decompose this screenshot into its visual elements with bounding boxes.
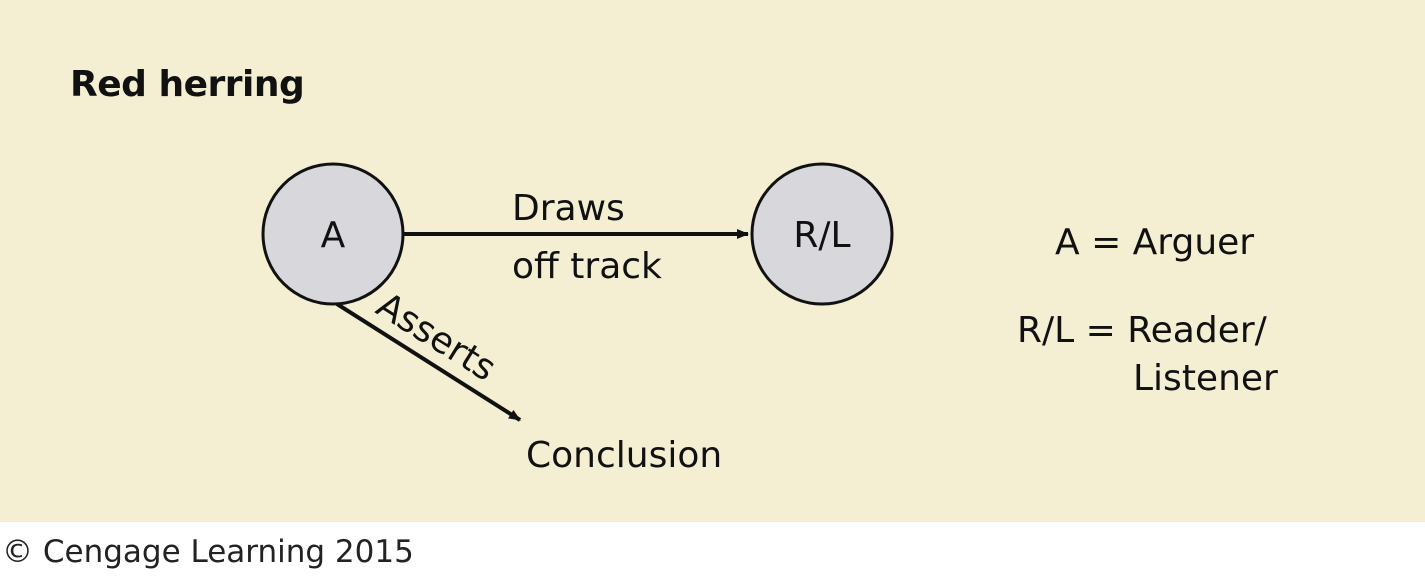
- reader-listener-label: R/L: [793, 215, 850, 256]
- arguer-circle: [261, 162, 405, 306]
- conclusion-label: Conclusion: [526, 435, 722, 476]
- draws-label-line1: Draws: [512, 188, 625, 229]
- diagram-panel: [0, 0, 1425, 522]
- reader-listener-circle: [750, 162, 894, 306]
- diagram-title: Red herring: [70, 64, 305, 105]
- arguer-node: A: [261, 162, 405, 306]
- arguer-label: A: [321, 215, 346, 256]
- red-herring-diagram: A R/L Draws off track Asserts Conclusion: [261, 162, 894, 476]
- legend-reader-line2: Listener: [1133, 358, 1278, 399]
- legend-reader-line1: R/L = Reader/: [1017, 310, 1267, 351]
- copyright-notice: © Cengage Learning 2015: [2, 534, 414, 570]
- asserts-arrow: [335, 302, 522, 422]
- reader-listener-node: R/L: [750, 162, 894, 306]
- legend-arguer: A = Arguer: [1055, 222, 1255, 263]
- draws-label-line2: off track: [512, 246, 662, 287]
